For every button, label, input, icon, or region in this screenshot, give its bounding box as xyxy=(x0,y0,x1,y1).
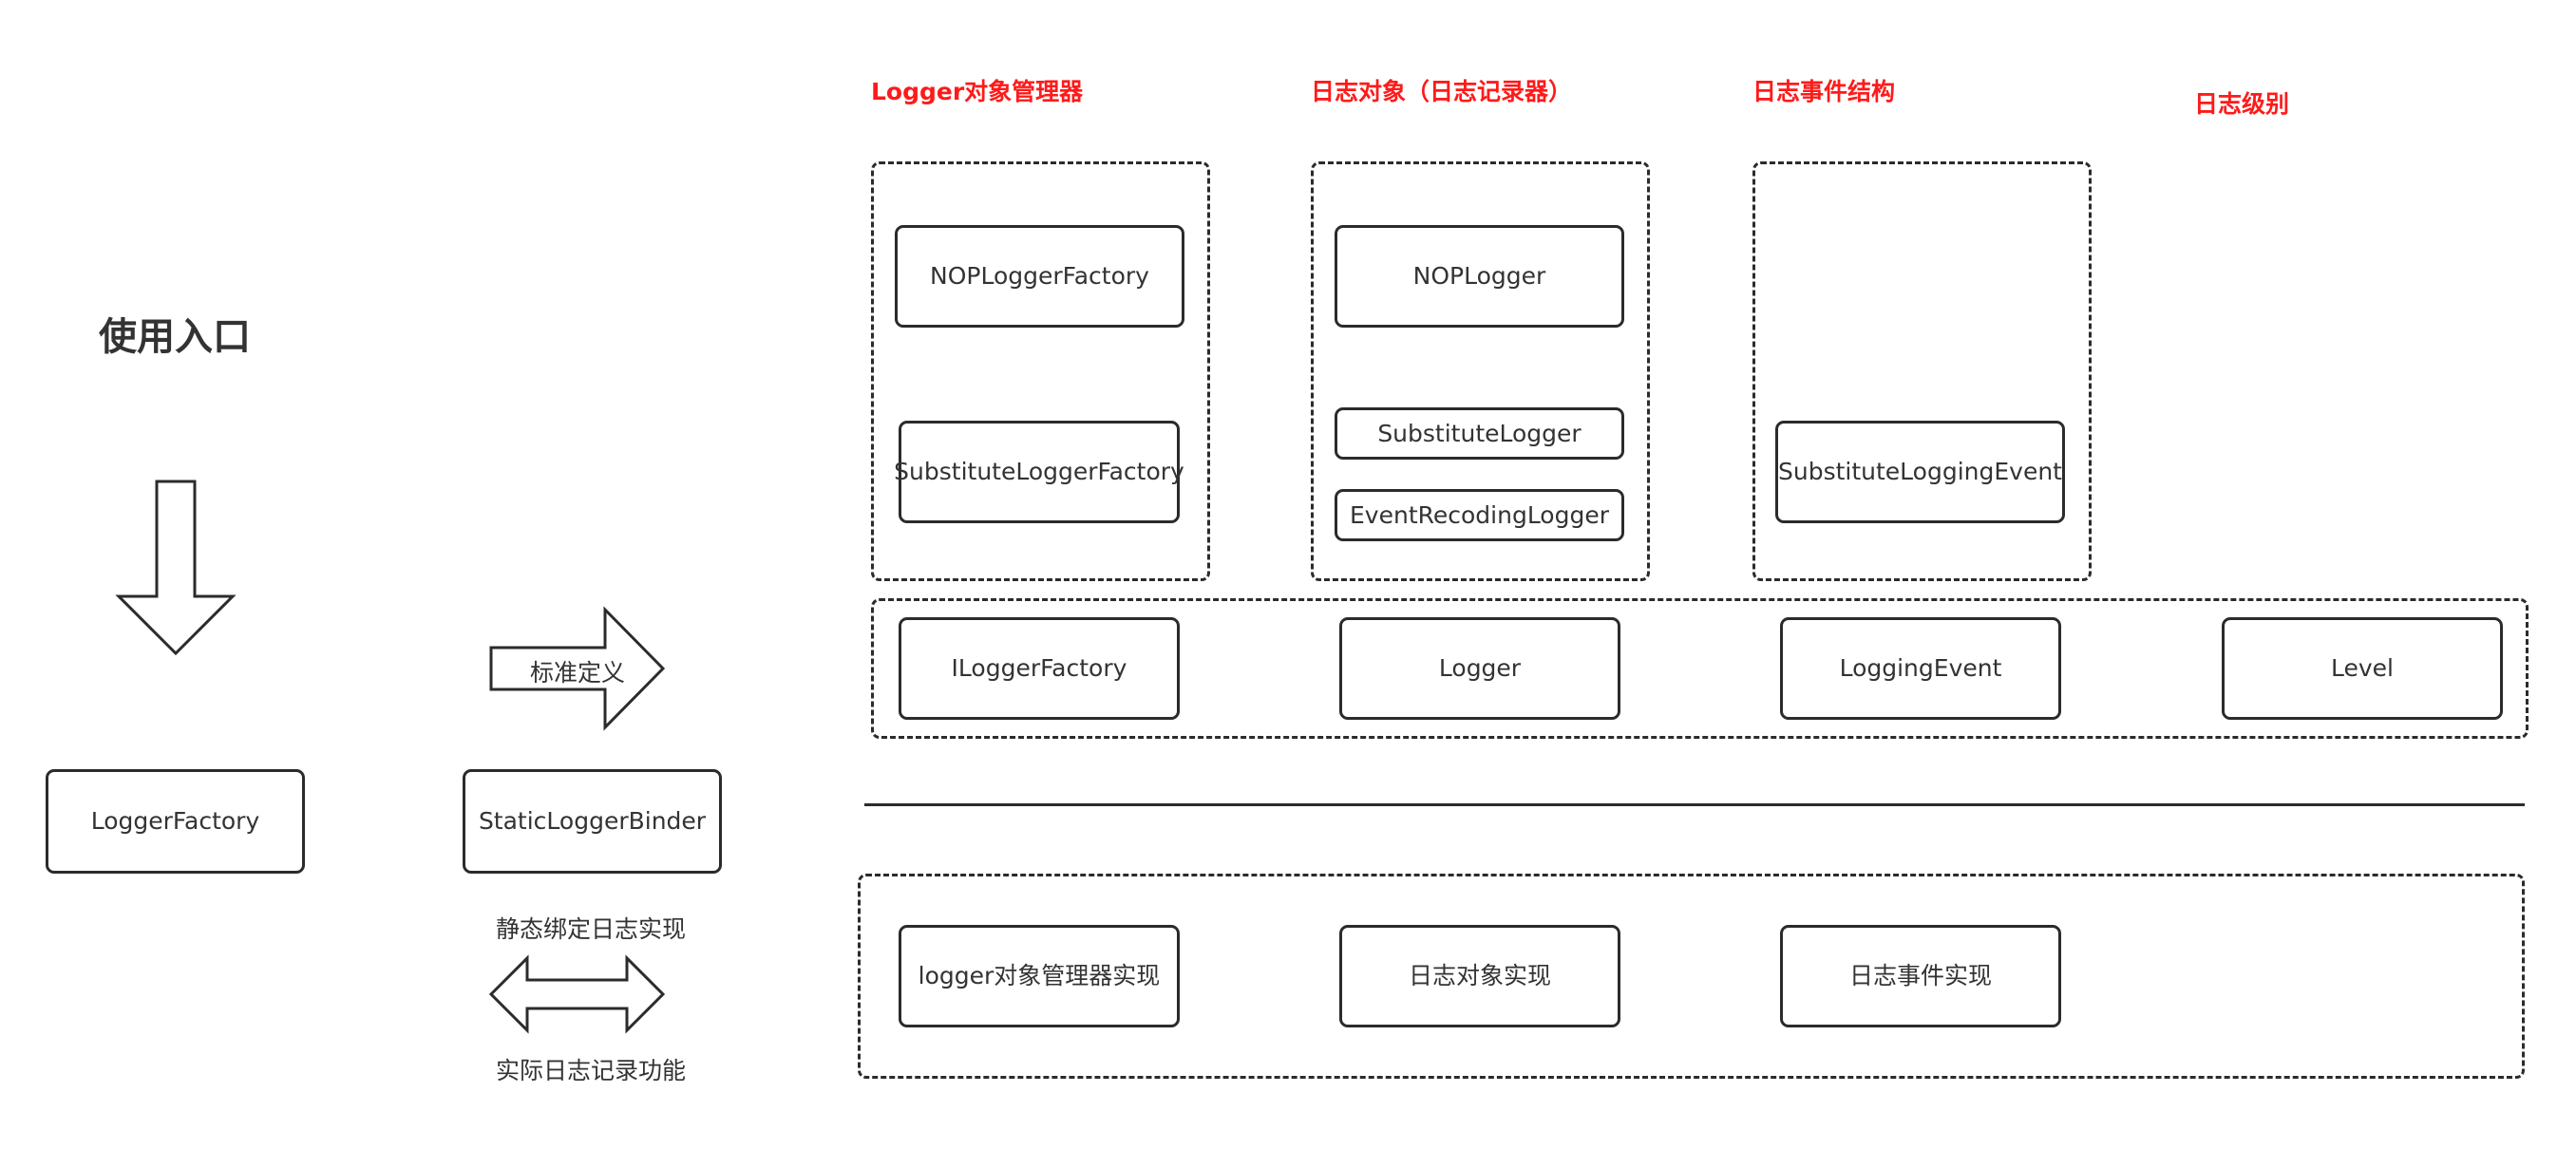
interface-group xyxy=(871,598,2529,739)
static-binding-caption: 静态绑定日志实现 xyxy=(496,915,687,943)
logging-event-box[interactable]: LoggingEvent xyxy=(1780,617,2061,720)
logger-impl-box[interactable]: 日志对象实现 xyxy=(1339,925,1620,1027)
logger-impl-group xyxy=(1311,161,1650,581)
event-impl-group xyxy=(1752,161,2092,581)
separator-line xyxy=(864,803,2525,806)
logger-interface-box[interactable]: Logger xyxy=(1339,617,1620,720)
standard-definition-label: 标准定义 xyxy=(530,659,626,687)
substitute-logger-factory-box[interactable]: SubstituteLoggerFactory xyxy=(894,421,1184,523)
logging-event-impl-box[interactable]: 日志事件实现 xyxy=(1780,925,2061,1027)
level-column-title: 日志级别 xyxy=(2194,90,2290,118)
logger-factory-box[interactable]: LoggerFactory xyxy=(46,769,305,874)
logger-factory-impl-box[interactable]: logger对象管理器实现 xyxy=(899,925,1180,1027)
substitute-logging-event-box[interactable]: SubstituteLoggingEvent xyxy=(1775,421,2065,523)
actual-logging-caption: 实际日志记录功能 xyxy=(496,1057,687,1084)
static-logger-binder-box[interactable]: StaticLoggerBinder xyxy=(463,769,722,874)
factory-impl-group xyxy=(871,161,1210,581)
level-box[interactable]: Level xyxy=(2222,617,2503,720)
factory-column-title: Logger对象管理器 xyxy=(871,78,1084,105)
double-arrow-icon xyxy=(488,954,666,1034)
substitute-logger-box[interactable]: SubstituteLogger xyxy=(1335,407,1624,460)
logger-column-title: 日志对象（日志记录器） xyxy=(1311,78,1573,105)
entry-title: 使用入口 xyxy=(99,315,251,359)
down-arrow-icon xyxy=(115,480,237,656)
right-arrow-icon xyxy=(489,606,666,731)
implementation-group xyxy=(858,874,2525,1079)
nop-logger-box[interactable]: NOPLogger xyxy=(1335,225,1624,328)
event-column-title: 日志事件结构 xyxy=(1752,78,1896,105)
ilogger-factory-box[interactable]: ILoggerFactory xyxy=(899,617,1180,720)
nop-logger-factory-box[interactable]: NOPLoggerFactory xyxy=(895,225,1184,328)
event-recoding-logger-box[interactable]: EventRecodingLogger xyxy=(1335,489,1624,541)
